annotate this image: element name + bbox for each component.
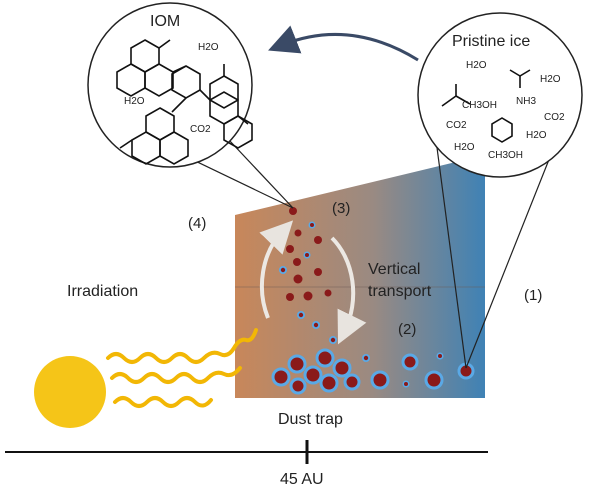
pristine-molecule-sketches [441,69,531,143]
pristine-h2o-3: H2O [454,142,475,153]
iom-h2o-label-a: H2O [198,42,219,53]
pristine-callout-line-right [465,151,553,369]
vertical-transport-arrow-left [259,220,294,319]
dust-trap-label: Dust trap [278,411,343,428]
pristine-ch3oh-2: CH3OH [488,150,523,161]
step-label-2: (2) [398,321,416,338]
pristine-co2-1: CO2 [544,112,565,123]
settled-grains [271,348,475,395]
pristine-ice-bubble [417,12,583,178]
pristine-h2o-1: H2O [466,60,487,71]
irradiation-waves [106,328,258,408]
pristine-ice-title: Pristine ice [452,33,530,50]
conversion-arrow [268,25,419,62]
iom-molecule-structure [116,39,253,165]
step-label-1: (1) [524,287,542,304]
iom-callout-line-right [228,139,294,209]
step-label-4: (4) [188,215,206,232]
vertical-transport-label-line1: Vertical [368,261,420,278]
iom-h2o-label-b: H2O [124,96,145,107]
irradiation-label: Irradiation [67,283,138,300]
pristine-callout-line-left [435,139,467,369]
vertical-transport-label-line2: transport [368,283,432,300]
axis-tick-label: 45 AU [280,471,324,488]
vertical-transport-arrow-right [330,236,367,345]
pristine-h2o-4: H2O [526,130,547,141]
step-label-3: (3) [332,200,350,217]
sun-icon [34,356,106,428]
pristine-ch3oh-1: CH3OH [462,100,497,111]
iom-bubble [87,2,253,168]
pristine-h2o-2: H2O [540,74,561,85]
pristine-co2-2: CO2 [446,120,467,131]
pristine-nh3: NH3 [516,96,536,107]
floating-grains [279,207,337,358]
iom-co2-label: CO2 [190,124,211,135]
dust-trap-panel [235,155,485,398]
small-settled-grains [362,352,444,388]
iom-title: IOM [150,13,180,30]
